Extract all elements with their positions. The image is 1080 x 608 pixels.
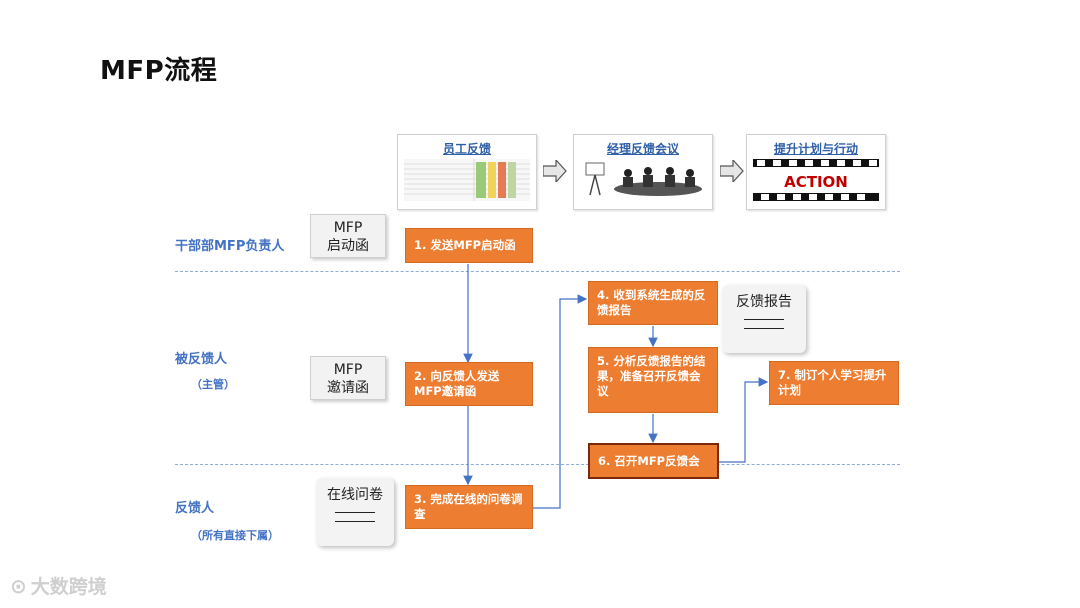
scroll-title: 反馈报告 xyxy=(736,294,792,310)
lane-divider xyxy=(175,271,900,272)
scroll-line xyxy=(335,521,375,522)
stage-label: 经理反馈会议 xyxy=(606,142,679,156)
online-survey-scroll: 在线问卷 xyxy=(316,478,394,546)
lane-sub-feedbacker: （所有直接下属） xyxy=(191,529,279,542)
scroll-line xyxy=(744,328,784,329)
right-arrow-icon xyxy=(720,160,744,182)
launch-letter-doc: MFP 启动函 xyxy=(310,214,386,258)
watermark-logo-icon: ⊙ xyxy=(10,574,27,598)
clapperboard-icon: ACTION xyxy=(753,159,879,201)
step-6: 6. 召开MFP反馈会 xyxy=(588,443,719,479)
stage-employee-feedback: 员工反馈 xyxy=(397,134,537,210)
step-1: 1. 发送MFP启动函 xyxy=(405,228,533,263)
page-title: MFP流程 xyxy=(100,56,218,86)
feedback-report-scroll: 反馈报告 xyxy=(722,285,806,353)
lane-sub-feedbackee: （主管） xyxy=(191,378,235,391)
meeting-icon xyxy=(585,162,702,196)
lane-label-feedbackee: 被反馈人 xyxy=(175,352,228,367)
lane-divider xyxy=(175,464,900,465)
stage-manager-meeting: 经理反馈会议 xyxy=(573,134,713,210)
watermark-text: 大数跨境 xyxy=(30,576,107,598)
doc-line: MFP xyxy=(333,362,363,378)
spreadsheet-icon xyxy=(404,159,530,201)
scroll-title: 在线问卷 xyxy=(327,487,383,503)
step-2: 2. 向反馈人发送MFP邀请函 xyxy=(405,362,533,406)
connector-3-4 xyxy=(533,294,588,509)
step-4: 4. 收到系统生成的反馈报告 xyxy=(588,281,718,325)
invite-letter-doc: MFP 邀请函 xyxy=(310,356,386,400)
step-3: 3. 完成在线的问卷调查 xyxy=(405,485,533,529)
step-5: 5. 分析反馈报告的结果，准备召开反馈会议 xyxy=(588,347,718,413)
doc-line: MFP xyxy=(333,220,363,236)
stage-improvement-plan: 提升计划与行动 ACTION xyxy=(746,134,886,210)
lane-label-hr: 干部部MFP负责人 xyxy=(175,239,285,254)
connector-6-7 xyxy=(719,377,769,463)
action-art-text: ACTION xyxy=(784,173,848,191)
stage-label: 员工反馈 xyxy=(442,142,491,156)
lane-label-feedbacker: 反馈人 xyxy=(175,501,215,516)
step-7: 7. 制订个人学习提升计划 xyxy=(769,361,899,405)
doc-line: 邀请函 xyxy=(327,380,369,396)
stage-label: 提升计划与行动 xyxy=(773,142,858,156)
doc-line: 启动函 xyxy=(327,238,369,254)
watermark: ⊙大数跨境 xyxy=(10,572,107,599)
right-arrow-icon xyxy=(543,160,567,182)
scroll-line xyxy=(335,512,375,513)
scroll-line xyxy=(744,319,784,320)
